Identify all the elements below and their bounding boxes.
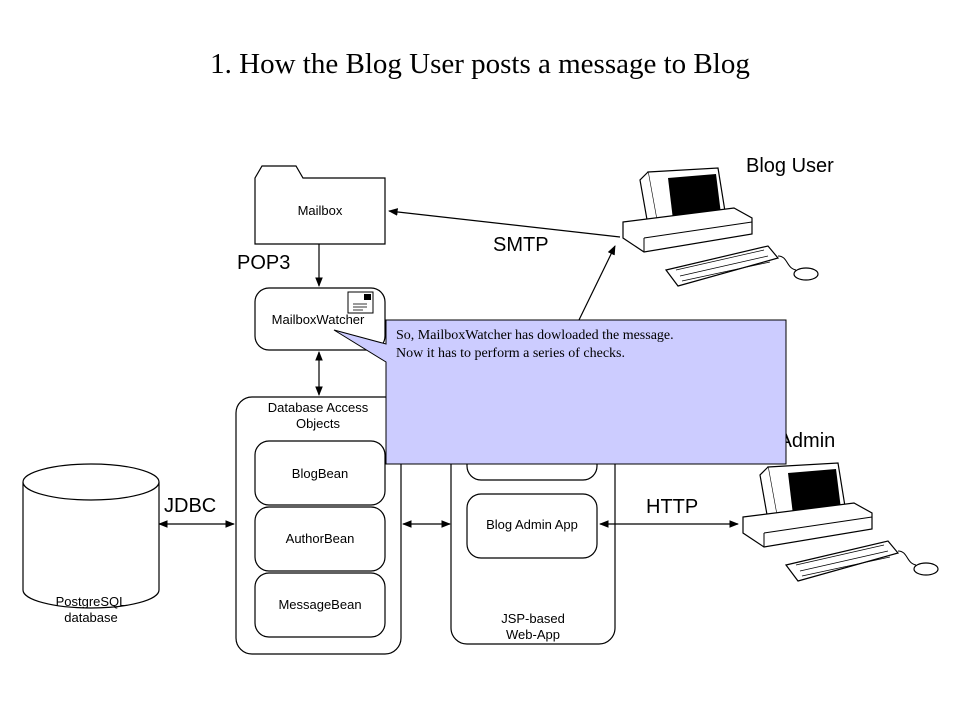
jdbc-label: JDBC [164, 495, 216, 517]
author-bean-box: AuthorBean [254, 506, 386, 572]
http-label: HTTP [646, 496, 698, 518]
webapp-user-arrow [577, 245, 616, 323]
message-bean-box: MessageBean [254, 572, 386, 638]
database-cylinder: PostgreSQL database [22, 463, 160, 625]
callout-bubble [333, 319, 787, 465]
smtp-label: SMTP [493, 234, 549, 256]
pop3-label: POP3 [237, 252, 290, 274]
blog-admin-app-label: Blog Admin App [486, 517, 578, 532]
envelope-icon [347, 291, 374, 314]
dao-title-line2: Objects [296, 416, 341, 431]
database-label-line2: database [64, 610, 118, 625]
callout-text: So, MailboxWatcher has dowloaded the mes… [396, 327, 781, 363]
webapp-label-line2: Web-App [506, 627, 560, 642]
computer-icon [622, 167, 819, 287]
blog-admin-app-box: Blog Admin App [466, 493, 598, 559]
author-bean-label: AuthorBean [286, 531, 355, 546]
mailbox-watcher-label: MailboxWatcher [272, 312, 365, 327]
callout-line2: Now it has to perform a series of checks… [396, 346, 625, 361]
blog-bean-box: BlogBean [254, 440, 386, 506]
message-bean-label: MessageBean [278, 597, 361, 612]
diagram-title: 1. How the Blog User posts a message to … [210, 48, 750, 80]
callout-line1: So, MailboxWatcher has dowloaded the mes… [396, 328, 674, 343]
computer-icon [742, 462, 939, 582]
database-label-line1: PostgreSQL [56, 594, 127, 609]
smtp-arrow [388, 208, 621, 238]
blog-bean-label: BlogBean [292, 466, 348, 481]
mailbox-folder: Mailbox [254, 165, 386, 245]
dao-title-line1: Database Access [268, 400, 369, 415]
mailbox-label: Mailbox [298, 203, 343, 218]
blog-user-label: Blog User [746, 155, 834, 177]
webapp-label-line1: JSP-based [501, 611, 565, 626]
